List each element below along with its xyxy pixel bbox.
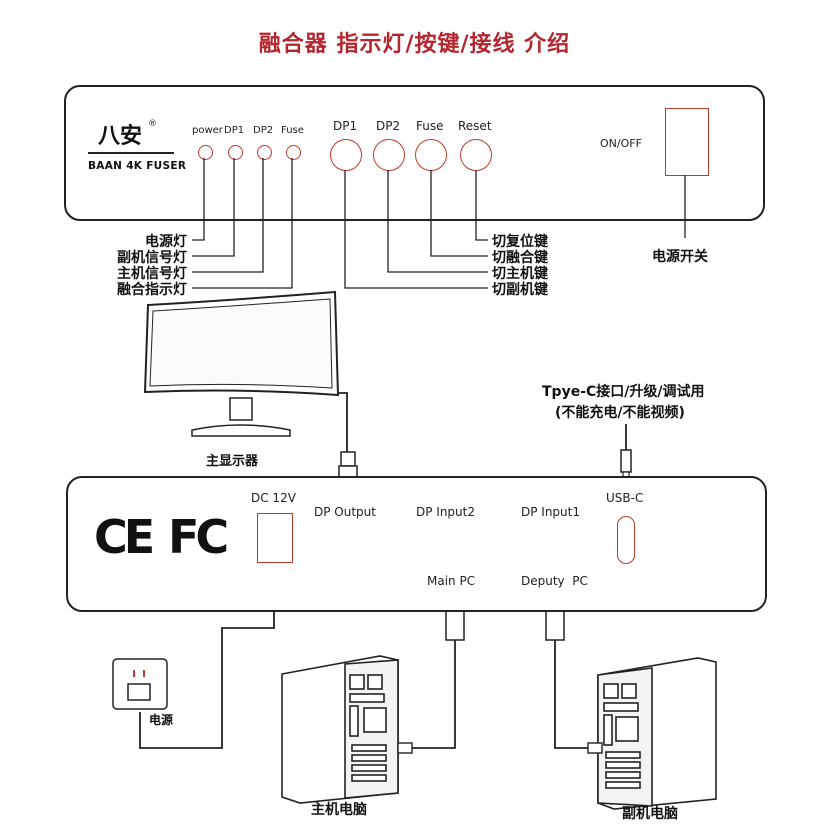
monitor-label: 主显示器 xyxy=(206,454,259,469)
main-pc-tower-illustration xyxy=(282,656,398,803)
usbc-port[interactable] xyxy=(617,516,635,564)
deputy-pc-port-label: Deputy PC xyxy=(521,574,588,588)
power-outlet-icon xyxy=(113,659,167,709)
fcc-logo: FC xyxy=(168,510,229,564)
callout-reset-button: 切复位键 xyxy=(492,234,548,250)
brand-divider xyxy=(88,152,174,154)
dp1-led xyxy=(228,145,243,160)
usbc-label: USB-C xyxy=(606,491,644,505)
usbc-note-line1: Tpye-C接口/升级/调试用 xyxy=(542,384,705,400)
button-label-reset: Reset xyxy=(458,119,492,133)
usbc-note-line2: (不能充电/不能视频) xyxy=(555,405,685,421)
dp-output-port[interactable] xyxy=(308,534,378,560)
callout-power-switch: 电源开关 xyxy=(652,249,708,265)
dp-output-label: DP Output xyxy=(314,505,376,519)
callout-fuse-led: 融合指示灯 xyxy=(117,282,187,298)
callout-dp1-button: 切副机键 xyxy=(492,282,548,298)
callout-fuse-button: 切融合键 xyxy=(492,250,548,266)
callout-dp2-led: 主机信号灯 xyxy=(117,266,187,282)
monitor-illustration xyxy=(145,292,340,437)
back-panel xyxy=(66,476,767,612)
button-label-dp2: DP2 xyxy=(376,119,401,133)
dp-input1-port[interactable] xyxy=(514,534,584,560)
main-pc-caption: 主机电脑 xyxy=(311,802,367,818)
dp2-led xyxy=(257,145,272,160)
dp-input2-port[interactable] xyxy=(411,534,481,560)
callout-dp1-led: 副机信号灯 xyxy=(117,250,187,266)
page-title: 融合器 指示灯/按键/接线 介绍 xyxy=(258,32,571,57)
fuse-led xyxy=(286,145,301,160)
dp1-button[interactable] xyxy=(330,139,362,171)
dc-12v-label: DC 12V xyxy=(251,491,296,505)
callout-power-led: 电源灯 xyxy=(145,234,187,250)
power-led xyxy=(198,145,213,160)
led-label-dp1: DP1 xyxy=(224,125,245,136)
button-label-dp1: DP1 xyxy=(333,119,358,133)
brand-logo-en: BAAN 4K FUSER xyxy=(88,160,187,172)
button-label-fuse: Fuse xyxy=(416,119,444,133)
led-label-power: power xyxy=(192,125,223,136)
deputy-pc-tower-illustration xyxy=(598,658,716,809)
dp2-button[interactable] xyxy=(373,139,405,171)
main-pc-port-label: Main PC xyxy=(427,574,476,588)
deputy-pc-caption: 副机电脑 xyxy=(622,806,678,822)
callout-dp2-button: 切主机键 xyxy=(492,266,548,282)
power-switch[interactable] xyxy=(665,108,709,176)
outlet-label: 电源 xyxy=(149,713,174,727)
dp-input2-label: DP Input2 xyxy=(416,505,475,519)
dp-input1-label: DP Input1 xyxy=(521,505,580,519)
dc-12v-port[interactable] xyxy=(257,513,293,563)
led-label-dp2: DP2 xyxy=(253,125,274,136)
ce-logo: CE xyxy=(94,510,155,564)
front-panel xyxy=(64,85,765,221)
switch-label: ON/OFF xyxy=(600,137,642,150)
led-label-fuse: Fuse xyxy=(281,125,304,136)
brand-logo-cn: 八安 xyxy=(98,124,143,149)
registered-mark: ® xyxy=(148,119,157,129)
